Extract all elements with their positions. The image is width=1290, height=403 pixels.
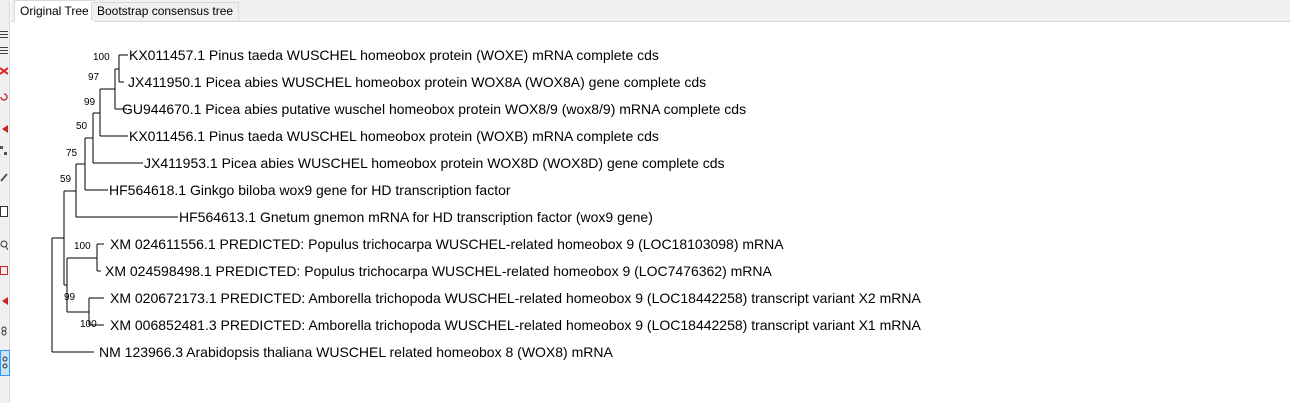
side-toolbar — [0, 0, 10, 403]
tab-original-tree[interactable]: Original Tree — [14, 0, 95, 22]
list-icon[interactable] — [0, 46, 8, 56]
arrow-icon[interactable] — [0, 124, 8, 134]
leaf-label: GU944670.1 Picea abies putative wuschel … — [122, 101, 746, 117]
support-value: 99 — [84, 97, 96, 108]
tree-view-button[interactable] — [0, 350, 10, 376]
leaf-label: JX411953.1 Picea abies WUSCHEL homeobox … — [144, 155, 725, 171]
support-value: 100 — [74, 241, 91, 252]
link-icon[interactable] — [0, 326, 8, 336]
pencil-icon[interactable] — [0, 172, 8, 182]
leaf-label: KX011457.1 Pinus taeda WUSCHEL homeobox … — [129, 47, 659, 63]
leaf-label: XM 020672173.1 PREDICTED: Amborella tric… — [110, 290, 921, 306]
tab-bar: Original Tree Bootstrap consensus tree — [11, 0, 1290, 22]
leaf-label: XM 006852481.3 PREDICTED: Amborella tric… — [110, 317, 921, 333]
delete-icon[interactable] — [0, 66, 8, 76]
support-value: 100 — [80, 319, 97, 330]
leaf-label: KX011456.1 Pinus taeda WUSCHEL homeobox … — [129, 128, 659, 144]
support-value: 97 — [88, 72, 100, 83]
refresh-icon[interactable] — [0, 92, 8, 102]
support-value: 75 — [66, 148, 78, 159]
arrow2-icon[interactable] — [0, 296, 8, 306]
leaf-label: HF564613.1 Gnetum gnemon mRNA for HD tra… — [179, 209, 653, 225]
support-value: 100 — [93, 52, 110, 63]
search-icon[interactable] — [0, 240, 8, 250]
tree-icon — [2, 356, 8, 369]
support-value: 50 — [76, 121, 88, 132]
leaf-label: XM 024598498.1 PREDICTED: Populus tricho… — [105, 263, 773, 279]
support-value: 59 — [60, 174, 72, 185]
leaf-label: HF564618.1 Ginkgo biloba wox9 gene for H… — [109, 182, 511, 198]
list-icon[interactable] — [0, 30, 8, 40]
leaf-label: NM 123966.3 Arabidopsis thaliana WUSCHEL… — [99, 344, 613, 360]
resize-icon[interactable] — [0, 266, 8, 276]
tree-canvas: KX011457.1 Pinus taeda WUSCHEL homeobox … — [11, 22, 1290, 403]
phylogenetic-tree: KX011457.1 Pinus taeda WUSCHEL homeobox … — [51, 47, 921, 360]
tab-bootstrap-consensus-tree[interactable]: Bootstrap consensus tree — [91, 2, 240, 21]
leaf-label: JX411950.1 Picea abies WUSCHEL homeobox … — [128, 74, 706, 90]
tree-branches — [51, 54, 178, 353]
support-value: 99 — [64, 292, 76, 303]
box-icon[interactable] — [0, 206, 8, 217]
leaf-label: XM 024611556.1 PREDICTED: Populus tricho… — [110, 236, 784, 252]
node-icon[interactable] — [0, 146, 8, 156]
